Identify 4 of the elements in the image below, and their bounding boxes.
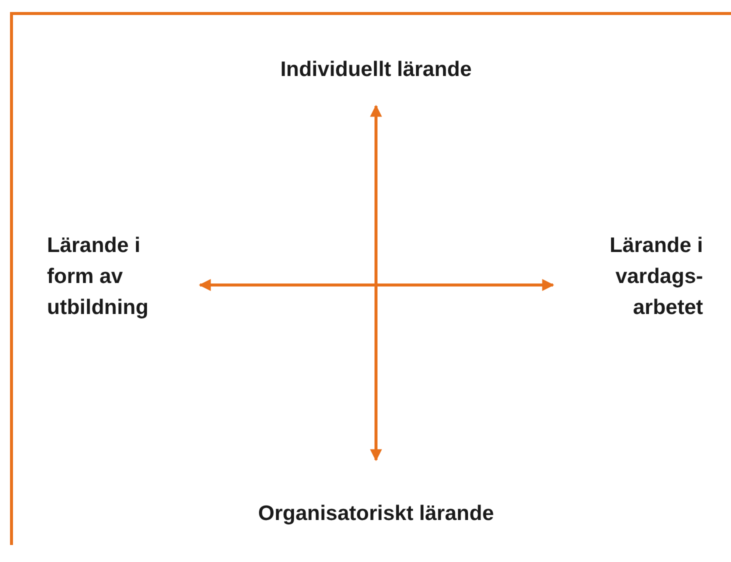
axis-label: Individuellt lärande — [279, 57, 473, 83]
axis-label: Organisatoriskt lärande — [257, 501, 495, 527]
axis-label: Lärande i vardags-arbetet — [608, 233, 703, 321]
axis-label: Lärande i form av utbildning — [47, 233, 150, 321]
